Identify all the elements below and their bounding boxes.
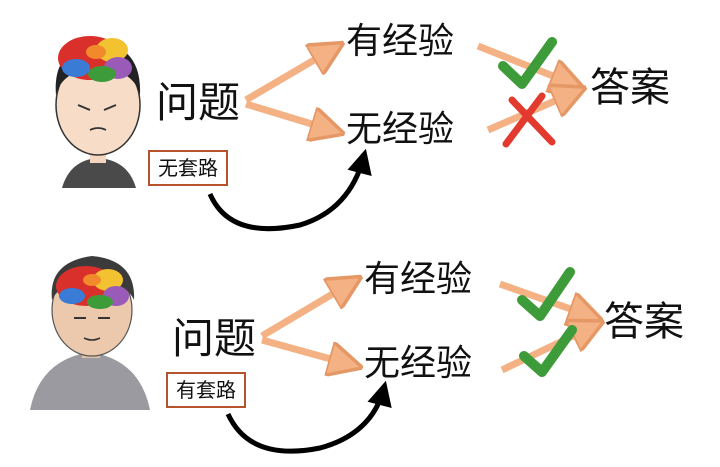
without-experience-label-bottom: 无经验: [364, 343, 473, 384]
arrow-question-to-with-experience-top: [244, 46, 338, 104]
novice-person: [55, 36, 141, 188]
arrow-question-to-without-experience-bottom: [261, 336, 356, 366]
row-top: [55, 36, 580, 232]
check-icon: [517, 267, 575, 321]
question-label-bottom: 问题: [172, 314, 257, 363]
without-experience-label-top: 无经验: [346, 109, 455, 150]
answer-label-top: 答案: [590, 65, 670, 111]
brain-icon: [56, 266, 129, 309]
question-label-top: 问题: [156, 78, 241, 127]
with-experience-label-top: 有经验: [346, 21, 455, 62]
arrow-with-experience-to-answer-top: [476, 42, 578, 86]
arrow-without-experience-to-answer-bottom: [500, 324, 598, 374]
method-box-bottom: 有套路: [166, 372, 246, 408]
row-bottom: [30, 256, 598, 454]
method-box-top: 无套路: [148, 150, 228, 186]
with-experience-label-bottom: 有经验: [364, 259, 473, 300]
answer-label-bottom: 答案: [604, 299, 684, 345]
check-icon: [498, 37, 557, 89]
arrow-question-to-with-experience-bottom: [260, 280, 356, 340]
curve-method-to-without-experience-bottom: [225, 380, 392, 454]
arrow-question-to-without-experience-top: [244, 100, 338, 132]
expert-person: [30, 256, 150, 410]
brain-icon: [58, 36, 132, 82]
check-icon: [519, 325, 577, 377]
cross-icon: [502, 92, 556, 148]
curve-method-to-without-experience-top: [207, 148, 372, 232]
